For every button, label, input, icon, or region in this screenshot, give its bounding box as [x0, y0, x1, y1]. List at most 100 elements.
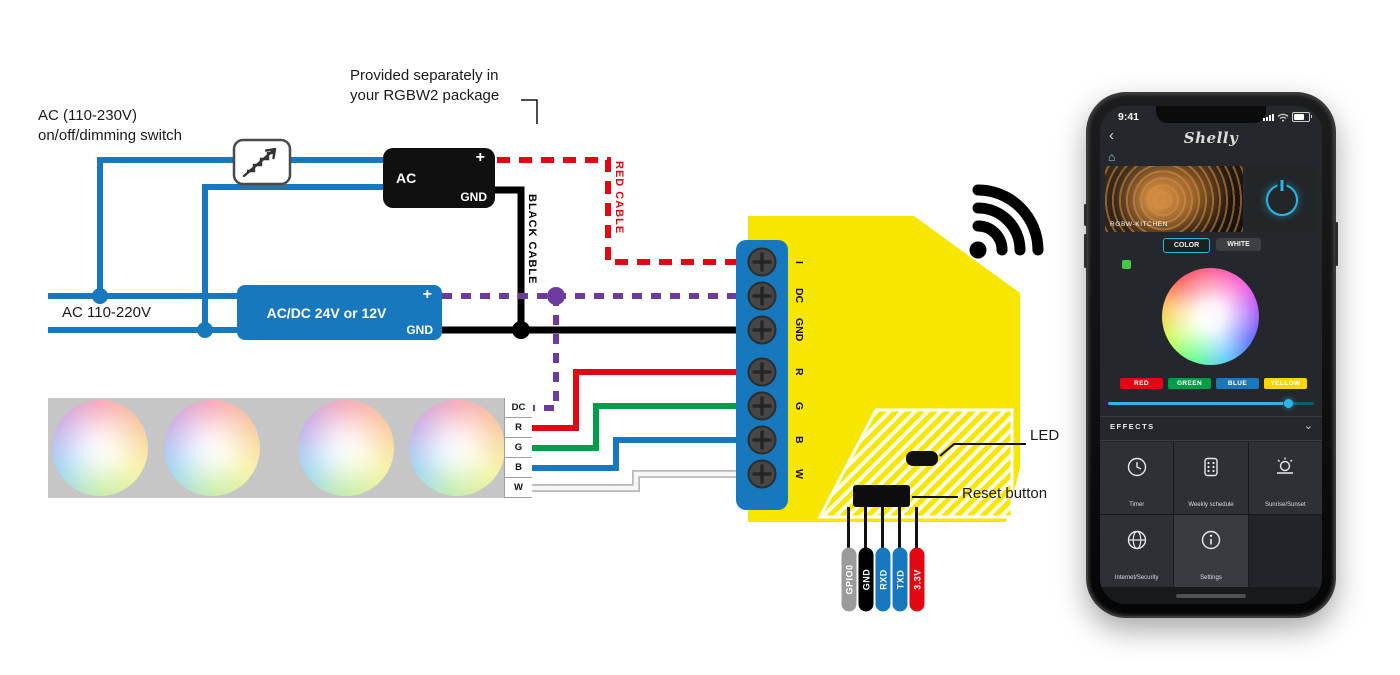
wire-red	[532, 369, 744, 431]
power-tile	[1246, 166, 1317, 232]
menu-timer[interactable]: Timer	[1100, 442, 1174, 514]
wire-blue	[532, 437, 744, 471]
home-indicator[interactable]	[1176, 594, 1246, 598]
tab-color[interactable]: COLOR	[1163, 238, 1210, 253]
debug-header-pins	[847, 507, 918, 549]
mains-label: AC 110-220V	[62, 304, 151, 321]
menu-settings[interactable]: Settings	[1174, 515, 1248, 587]
led-strip: DC R G B W	[48, 398, 532, 498]
brightness-slider[interactable]	[1108, 399, 1314, 408]
wire-ac-through-switch	[97, 157, 390, 296]
switch-note: AC (110-230V) on/off/dimming switch	[38, 106, 182, 146]
color-wheel[interactable]	[1162, 268, 1259, 365]
preset-green[interactable]: GREEN	[1168, 378, 1211, 389]
power-side-button	[1335, 222, 1338, 266]
wire-red-cable	[497, 157, 744, 265]
dimmer-switch-icon	[232, 138, 292, 186]
acdc-psu-name: AC/DC 24V or 12V	[266, 304, 387, 321]
menu-internet-security[interactable]: Internet/Security	[1100, 515, 1174, 587]
signal-icon	[1263, 113, 1274, 121]
strip-pin-b: B	[504, 458, 532, 478]
debug-pin-txd: TXD	[892, 547, 907, 611]
chevron-down-icon[interactable]: ⌄	[1303, 420, 1313, 432]
led-label: LED	[1030, 427, 1060, 444]
wifi-status-icon	[1277, 113, 1289, 122]
ac-adapter-name: AC	[396, 170, 417, 186]
preset-blue[interactable]: BLUE	[1216, 378, 1259, 389]
strip-pin-w: W	[504, 478, 532, 498]
wire-dc-purple-to-strip	[533, 296, 559, 411]
note-bracket	[521, 99, 538, 124]
menu-weekly-schedule[interactable]: Weekly schedule	[1174, 442, 1248, 514]
divider	[1100, 416, 1322, 417]
preset-yellow[interactable]: YELLOW	[1264, 378, 1307, 389]
terminal-label-i: I	[793, 260, 805, 264]
junction-purple	[547, 287, 565, 305]
provided-note: Provided separately in your RGBW2 packag…	[350, 66, 499, 106]
bottom-bar	[1100, 587, 1322, 604]
strip-pin-g: G	[504, 438, 532, 458]
wire-ac-to-adapter	[202, 184, 390, 330]
led-strip-light-2	[164, 400, 260, 496]
red-cable-label: RED CABLE	[613, 161, 625, 235]
strip-pin-r: R	[504, 418, 532, 438]
junction-blue-2	[197, 322, 213, 338]
switch-note-line1: AC (110-230V)	[38, 107, 137, 124]
ac-adapter-gnd: GND	[460, 190, 487, 204]
terminal-label-gnd: GND	[793, 318, 805, 342]
terminal-label-g: G	[793, 401, 805, 411]
calendar-icon	[1204, 457, 1218, 477]
device-photo: RGBW-KITCHEN	[1105, 166, 1243, 232]
terminal-screws	[747, 247, 777, 489]
reset-button-chip[interactable]	[853, 485, 910, 507]
status-time: 9:41	[1118, 111, 1140, 123]
led-strip-pin-column: DC R G B W	[504, 398, 532, 498]
acdc-psu-gnd: GND	[406, 323, 433, 337]
ac-adapter: AC + GND	[383, 148, 495, 208]
menu-sunrise-sunset[interactable]: Sunrise/Sunset	[1248, 442, 1322, 514]
junction-blue-1	[92, 288, 108, 304]
info-icon	[1201, 530, 1221, 550]
junction-black	[512, 321, 530, 339]
provided-note-line1: Provided separately in	[350, 67, 499, 84]
terminal-label-w: W	[793, 469, 805, 479]
brightness-slider-thumb[interactable]	[1284, 399, 1293, 408]
home-icon[interactable]: ⌂	[1108, 150, 1116, 164]
debug-pin-rxd: RXD	[875, 547, 890, 611]
ac-adapter-plus: +	[475, 149, 485, 166]
provided-note-line2: your RGBW2 package	[350, 86, 500, 104]
led-strip-light-1	[52, 400, 148, 496]
reset-label: Reset button	[962, 485, 1048, 502]
smartphone: 9:41 ‹ Shelly ⌂ RGBW-KITCHEN COLOR WHIT	[1084, 92, 1338, 618]
divider	[1100, 440, 1322, 441]
back-button[interactable]: ‹	[1109, 127, 1114, 144]
led-leader-line	[939, 443, 1026, 457]
current-color-swatch	[1122, 260, 1131, 269]
clock-icon	[1127, 457, 1146, 477]
tab-white[interactable]: WHITE	[1216, 238, 1261, 251]
menu-grid: Timer Weekly schedule	[1100, 442, 1322, 587]
debug-pin-gpio0: GPIO0	[841, 547, 856, 611]
wire-white	[532, 471, 744, 491]
status-led	[906, 451, 938, 466]
globe-icon	[1127, 530, 1146, 550]
debug-pin-33v: 3.3V	[909, 547, 924, 611]
preset-red[interactable]: RED	[1120, 378, 1163, 389]
power-button[interactable]	[1266, 180, 1298, 216]
sun-icon	[1277, 457, 1294, 474]
wire-green	[532, 403, 744, 451]
wifi-icon	[969, 184, 1044, 259]
acdc-psu: AC/DC 24V or 12V + GND	[237, 285, 442, 340]
led-strip-light-4	[409, 400, 505, 496]
acdc-psu-plus: +	[422, 286, 432, 303]
volume-up-button	[1084, 204, 1087, 226]
strip-pin-dc: DC	[504, 398, 532, 418]
debug-pin-gnd: GND	[858, 547, 873, 611]
volume-down-button	[1084, 234, 1087, 268]
battery-icon	[1292, 112, 1312, 122]
menu-empty-tile	[1248, 515, 1322, 587]
terminal-label-r: R	[793, 368, 805, 376]
phone-screen: 9:41 ‹ Shelly ⌂ RGBW-KITCHEN COLOR WHIT	[1100, 106, 1322, 604]
